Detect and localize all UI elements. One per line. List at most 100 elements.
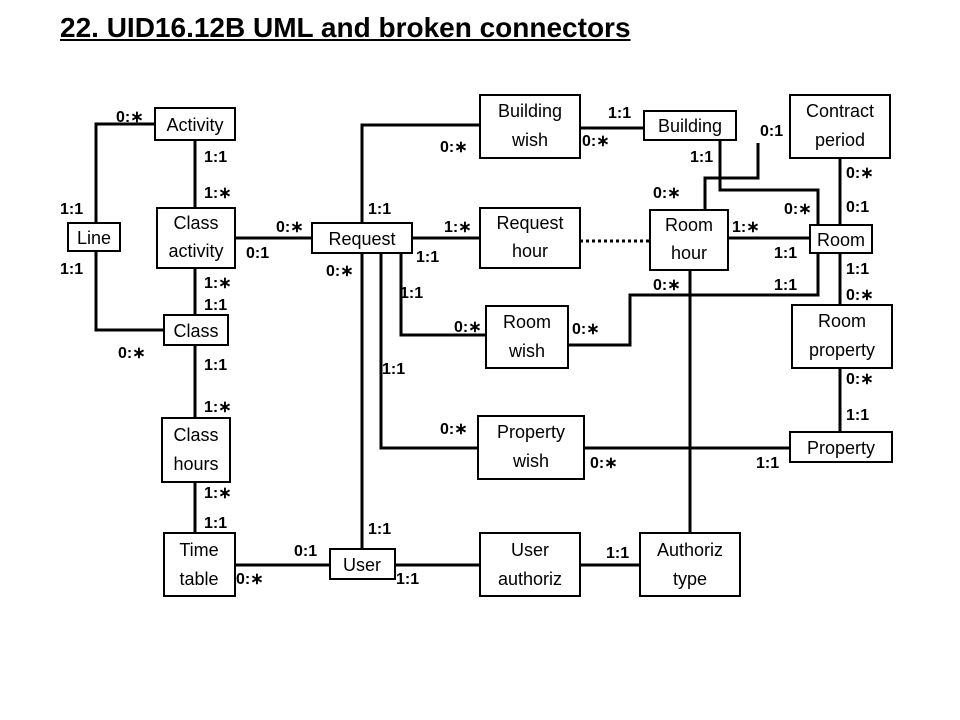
entity-request-hour[interactable]: Request hour (479, 207, 581, 269)
cardinality-label: 1:∗ (204, 485, 232, 502)
entity-time-table[interactable]: Time table (163, 532, 236, 597)
entity-contract-period[interactable]: Contract period (789, 94, 891, 159)
entity-label: Room (665, 215, 713, 235)
connector-activity-line (94, 122, 155, 226)
cardinality-label: 1:1 (204, 149, 227, 166)
cardinality-label: 1:1 (368, 521, 391, 538)
cardinality-label: 1:∗ (444, 219, 472, 236)
cardinality-label: 0:∗ (440, 139, 468, 156)
cardinality-label: 0:∗ (118, 345, 146, 362)
entity-user[interactable]: User (329, 548, 396, 580)
cardinality-label: 0:∗ (846, 165, 874, 182)
cardinality-label: 1:1 (774, 245, 797, 262)
entity-label: hour (671, 243, 707, 263)
entity-class-activity[interactable]: Class activity (156, 207, 236, 269)
entity-label: wish (512, 451, 549, 471)
cardinality-label: 0:∗ (653, 185, 681, 202)
cardinality-label: 0:∗ (454, 319, 482, 336)
entity-label: property (809, 340, 875, 360)
entity-label: wish (511, 130, 548, 150)
entity-line[interactable]: Line (67, 222, 121, 252)
entity-room[interactable]: Room (809, 224, 873, 254)
entity-label: activity (168, 241, 223, 261)
connectors (94, 122, 842, 567)
entity-room-wish[interactable]: Room wish (485, 305, 569, 369)
cardinality-label: 1:1 (400, 285, 423, 302)
cardinality-label: 1:∗ (204, 399, 232, 416)
cardinality-label: 0:∗ (572, 321, 600, 338)
entity-label: Class (173, 321, 218, 341)
cardinality-label: 1:1 (756, 455, 779, 472)
entity-label: Time (179, 540, 218, 560)
cardinality-label: 0:∗ (440, 421, 468, 438)
entity-label: Building (658, 116, 722, 136)
entity-label: wish (508, 341, 545, 361)
cardinality-label: 0:1 (846, 199, 869, 216)
entity-building[interactable]: Building (643, 110, 737, 141)
cardinality-label: 1:1 (60, 261, 83, 278)
cardinality-label: 1:1 (846, 407, 869, 424)
cardinality-label: 0:∗ (276, 219, 304, 236)
cardinality-label: 0:∗ (590, 455, 618, 472)
entity-label: Property (497, 422, 565, 442)
cardinality-label: 1:1 (606, 545, 629, 562)
entity-property[interactable]: Property (789, 431, 893, 463)
entity-label: hours (173, 454, 218, 474)
cardinality-label: 1:1 (382, 361, 405, 378)
cardinality-label: 0:∗ (582, 133, 610, 150)
cardinality-label: 1:∗ (204, 185, 232, 202)
entity-label: Request (496, 213, 563, 233)
cardinality-label: 1:1 (204, 357, 227, 374)
entity-label: authoriz (498, 569, 562, 589)
entity-class-hours[interactable]: Class hours (161, 417, 231, 483)
entity-label: Room (817, 230, 865, 250)
entity-user-authoriz[interactable]: User authoriz (479, 532, 581, 597)
cardinality-label: 1:1 (690, 149, 713, 166)
entity-label: Room (818, 311, 866, 331)
entity-label: Room (503, 312, 551, 332)
cardinality-label: 1:∗ (732, 219, 760, 236)
cardinality-label: 1:∗ (204, 275, 232, 292)
entity-building-wish[interactable]: Building wish (479, 94, 581, 159)
cardinality-label: 1:1 (774, 277, 797, 294)
cardinality-label: 0:∗ (653, 277, 681, 294)
entity-label: User (343, 555, 381, 575)
entity-authoriz-type[interactable]: Authoriz type (639, 532, 741, 597)
connector-building-room (718, 140, 820, 225)
entity-label: User (511, 540, 549, 560)
cardinality-label: 0:1 (760, 123, 783, 140)
entity-label: Request (328, 229, 395, 249)
entity-label: hour (512, 241, 548, 261)
connector-request-building-wish (360, 123, 480, 225)
entity-label: Building (498, 101, 562, 121)
cardinality-label: 1:1 (396, 571, 419, 588)
cardinality-label: 0:∗ (236, 571, 264, 588)
entity-label: table (179, 569, 218, 589)
entity-label: Class (173, 213, 218, 233)
entity-label: Contract (806, 101, 874, 121)
entity-activity[interactable]: Activity (154, 107, 236, 141)
cardinality-label: 1:1 (60, 201, 83, 218)
cardinality-label: 1:1 (204, 297, 227, 314)
cardinality-label: 1:1 (608, 105, 631, 122)
connector-request-property-wish (379, 253, 478, 450)
entity-room-hour[interactable]: Room hour (649, 209, 729, 271)
cardinality-label: 0:∗ (116, 109, 144, 126)
cardinality-label: 0:∗ (846, 371, 874, 388)
entity-label: Class (173, 425, 218, 445)
cardinality-label: 1:1 (416, 249, 439, 266)
cardinality-label: 0:∗ (784, 201, 812, 218)
entity-property-wish[interactable]: Property wish (477, 415, 585, 480)
cardinality-label: 0:1 (246, 245, 269, 262)
entity-room-property[interactable]: Room property (791, 304, 893, 369)
entity-request[interactable]: Request (311, 222, 413, 254)
cardinality-label: 0:∗ (846, 287, 874, 304)
entity-label: Line (77, 228, 111, 248)
entity-label: period (815, 130, 865, 150)
cardinality-label: 1:1 (368, 201, 391, 218)
cardinality-label: 0:1 (294, 543, 317, 560)
entity-class[interactable]: Class (163, 314, 229, 346)
entity-label: Property (807, 438, 875, 458)
cardinality-label: 1:1 (204, 515, 227, 532)
